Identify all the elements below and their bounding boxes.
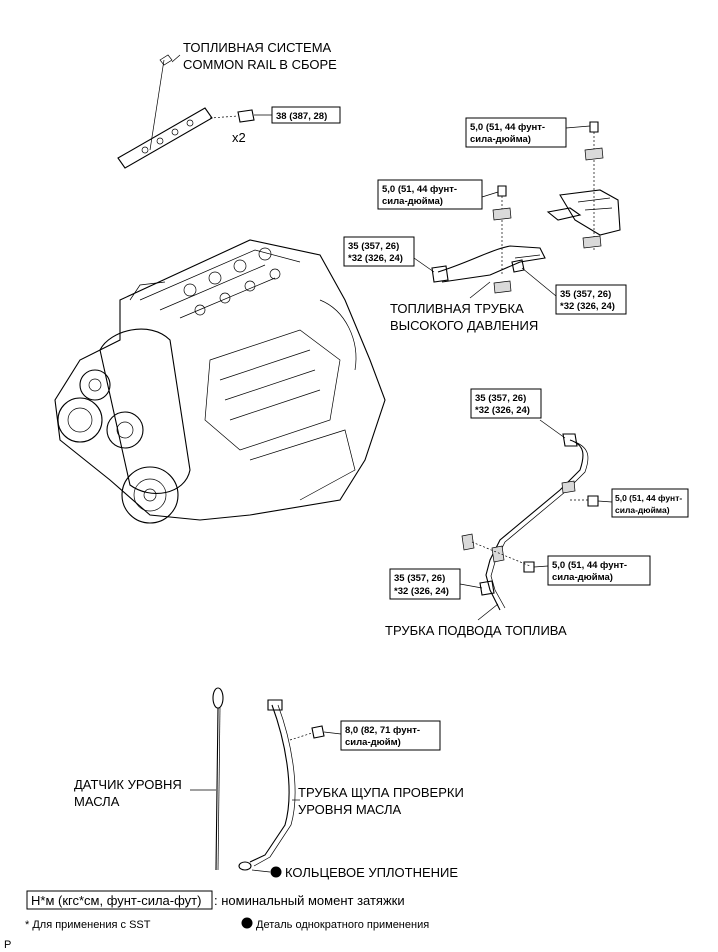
legend-non-reusable: Деталь однократного применения: [256, 919, 429, 931]
torque-hp-left-line2: *32 (326, 24): [348, 253, 403, 264]
non-reusable-dot-legend: [241, 917, 253, 929]
fuel-rail-label-line1: ТОПЛИВНАЯ СИСТЕМА: [183, 40, 332, 55]
clamp-assembly-top-right: [546, 121, 621, 250]
torque-hp-right-line1: 35 (357, 26): [560, 289, 611, 300]
torque-guide-bolt-line2: сила-дюйм): [345, 737, 401, 748]
torque-box-guide-bolt: [340, 720, 441, 751]
engine-illustration: [54, 239, 386, 524]
torque-box-clamp-mid: [377, 179, 483, 210]
o-ring-label: КОЛЬЦЕВОЕ УПЛОТНЕНИЕ: [285, 865, 458, 880]
dipstick-label-line1: ДАТЧИК УРОВНЯ: [74, 777, 182, 792]
torque-clamp-mid-line2: сила-дюйма): [382, 196, 443, 207]
torque-box-clamp-top-right: [465, 117, 567, 148]
guide-label-line2: УРОВНЯ МАСЛА: [298, 802, 402, 817]
dipstick-part: [212, 687, 224, 871]
torque-box-supply-clamp2: [547, 555, 651, 586]
dipstick-guide-part: [238, 699, 325, 871]
alternator: [57, 397, 103, 443]
torque-guide-bolt-line1: 8,0 (82, 71 фунт-: [345, 725, 420, 736]
legend-unit-box: [26, 890, 213, 910]
torque-box-hp-right: [555, 284, 627, 315]
torque-supply-clamp1-line1: 5,0 (51, 44 фунт-: [615, 493, 682, 503]
torque-box-supply-bottom: [389, 568, 461, 600]
torque-box-hp-left: [343, 236, 415, 267]
torque-supply-clamp2-line1: 5,0 (51, 44 фунт-: [552, 560, 627, 571]
torque-hp-right-line2: *32 (326, 24): [560, 301, 615, 312]
torque-clamp-top-right-line1: 5,0 (51, 44 фунт-: [470, 122, 545, 133]
corner-mark: P: [4, 939, 11, 951]
cylinder-head-ports: [183, 247, 281, 316]
torque-supply-clamp2-line2: сила-дюйма): [552, 572, 613, 583]
torque-supply-bottom-line2: *32 (326, 24): [394, 586, 449, 597]
torque-box-rail-bolt: [271, 106, 341, 124]
torque-clamp-top-right-line2: сила-дюйма): [470, 134, 531, 145]
torque-box-supply-clamp1: [611, 488, 689, 518]
fuel-rail-label-line2: COMMON RAIL В СБОРЕ: [183, 57, 337, 72]
torque-supply-top-line1: 35 (357, 26): [475, 393, 526, 404]
crank-pulley: [121, 466, 179, 524]
fuel-supply-pipe-part: [461, 433, 599, 611]
fuel-rail-part: [117, 54, 255, 169]
bolt-quantity-label: x2: [232, 130, 246, 145]
idler-pulley: [106, 411, 144, 449]
guide-label-line1: ТРУБКА ЩУПА ПРОВЕРКИ: [298, 785, 464, 800]
hp-pipe-label-line2: ВЫСОКОГО ДАВЛЕНИЯ: [390, 318, 538, 333]
non-reusable-dot-o-ring: [270, 866, 282, 878]
torque-clamp-mid-line1: 5,0 (51, 44 фунт-: [382, 184, 457, 195]
torque-box-supply-top: [470, 388, 542, 419]
o-ring-part: [238, 861, 252, 871]
legend-unit-desc: : номинальный момент затяжки: [214, 893, 405, 908]
legend-sst-note: * Для применения с SST: [25, 919, 151, 931]
legend-unit-box-text: Н*м (кгс*см, фунт-сила-фут): [31, 893, 201, 908]
torque-supply-bottom-line1: 35 (357, 26): [394, 573, 445, 584]
torque-supply-top-line2: *32 (326, 24): [475, 405, 530, 416]
hp-pipe-label-line1: ТОПЛИВНАЯ ТРУБКА: [390, 301, 524, 316]
dipstick-label-line2: МАСЛА: [74, 794, 120, 809]
pump-pulley: [79, 369, 111, 401]
torque-supply-clamp1-line2: сила-дюйма): [615, 505, 670, 515]
torque-rail-bolt: 38 (387, 28): [276, 111, 327, 122]
torque-hp-left-line1: 35 (357, 26): [348, 241, 399, 252]
supply-pipe-label: ТРУБКА ПОДВОДА ТОПЛИВА: [385, 623, 567, 638]
